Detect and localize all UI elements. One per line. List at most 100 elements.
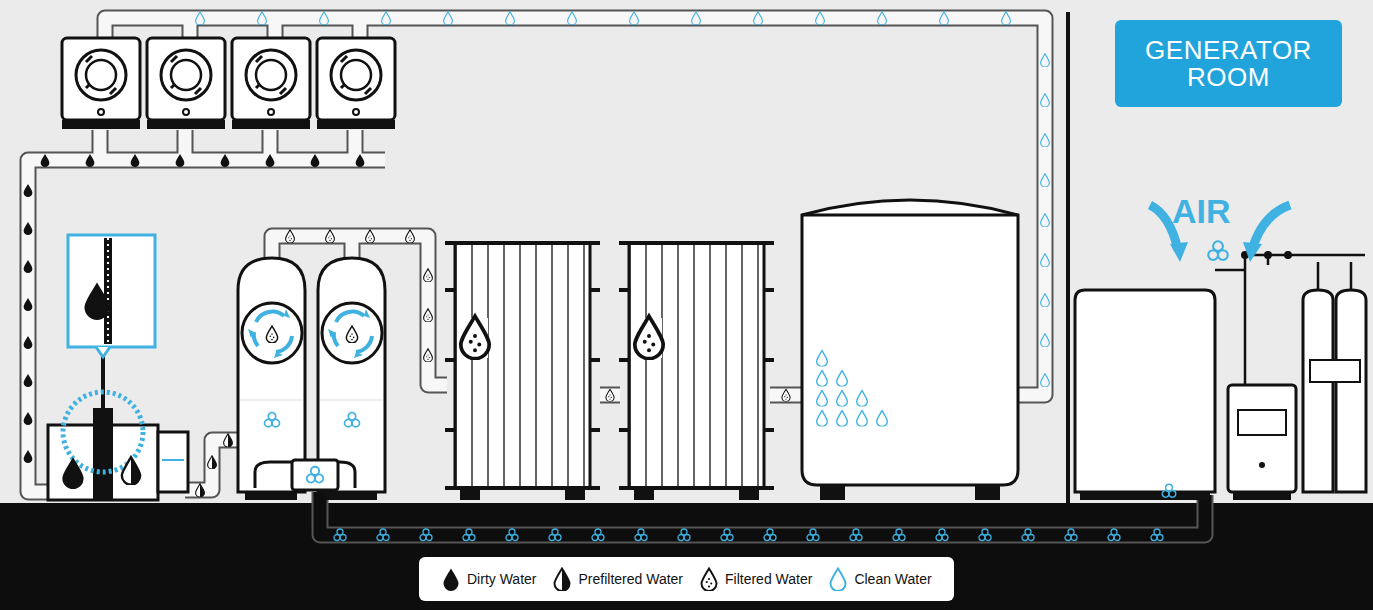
flow-icon: [377, 529, 389, 541]
flow-icon: [936, 529, 948, 541]
flow-icon: [1065, 529, 1077, 541]
flow-icon: [1041, 254, 1050, 267]
flow-icon: [549, 529, 561, 541]
flow-icon: [424, 309, 433, 322]
flow-icon: [506, 12, 515, 25]
flow-icon: [41, 154, 50, 167]
flow-icon: [24, 450, 33, 463]
flow-icon: [86, 154, 95, 167]
flow-icon: [356, 154, 365, 167]
flow-icon: [208, 456, 217, 469]
flow-icon: [940, 12, 949, 25]
flow-icon: [606, 389, 614, 401]
clean-water-tank: [802, 200, 1018, 500]
flow-icon: [24, 184, 33, 197]
flow-icon: [1041, 334, 1050, 347]
floor: [0, 503, 1373, 610]
flow-icon: [837, 391, 848, 407]
flow-icon: [831, 569, 846, 592]
legend-text: Clean Water: [854, 571, 931, 587]
flow-icon: [692, 12, 701, 25]
filter-callout: [68, 235, 155, 357]
flow-icon: [24, 260, 33, 273]
legend-text: Filtered Water: [725, 571, 812, 587]
flow-icon: [366, 230, 375, 243]
legend-sample: [699, 566, 719, 592]
flow-icon: [807, 529, 819, 541]
legend: Dirty Water Prefiltered Water Filtered Wat…: [419, 557, 954, 601]
flow-icon: [878, 12, 887, 25]
flow-icon: [320, 12, 329, 25]
flow-icon: [1041, 294, 1050, 307]
flow-icon: [221, 154, 230, 167]
flow-icon: [196, 484, 205, 497]
air-label: AIR: [1172, 192, 1231, 231]
flow-icon: [764, 529, 776, 541]
flow-icon: [463, 529, 475, 541]
flow-icon: [1041, 94, 1050, 107]
flow-icon: [24, 412, 33, 425]
legend-text: Dirty Water: [467, 571, 536, 587]
flow-icon: [635, 529, 647, 541]
flow-icon: [837, 371, 848, 387]
flow-icon: [817, 371, 828, 387]
legend-sample: [828, 566, 848, 592]
flow-icon: [196, 12, 205, 25]
flow-icon: [382, 12, 391, 25]
filter-panels: [445, 243, 774, 500]
legend-sample: [441, 566, 461, 592]
flow-icon: [850, 529, 862, 541]
flow-icon: [702, 569, 717, 592]
flow-icon: [326, 230, 335, 243]
flow-icon: [1041, 214, 1050, 227]
flow-icon: [131, 154, 140, 167]
flow-icon: [1108, 529, 1120, 541]
flow-icon: [334, 529, 346, 541]
flow-icon: [311, 154, 320, 167]
legend-item: Dirty Water: [441, 566, 536, 592]
flow-icon: [24, 374, 33, 387]
legend-item: Prefiltered Water: [552, 566, 683, 592]
flow-icon: [1002, 12, 1011, 25]
prefilter-tank: [48, 355, 188, 500]
legend-item: Filtered Water: [699, 566, 812, 592]
flow-icon: [258, 12, 267, 25]
flow-icon: [592, 529, 604, 541]
flow-icon: [893, 529, 905, 541]
flow-icon: [24, 336, 33, 349]
flow-icon: [176, 154, 185, 167]
legend-text: Prefiltered Water: [578, 571, 683, 587]
flow-icon: [406, 230, 415, 243]
pipe-drops: [24, 12, 1163, 541]
flow-icon: [224, 434, 233, 447]
flow-icon: [420, 529, 432, 541]
flow-icon: [817, 351, 828, 367]
flow-icon: [24, 222, 33, 235]
flow-icon: [444, 12, 453, 25]
flow-icon: [721, 529, 733, 541]
flow-icon: [816, 12, 825, 25]
flow-icon: [1022, 529, 1034, 541]
flow-icon: [857, 411, 868, 427]
flow-icon: [266, 154, 275, 167]
flow-icon: [1041, 174, 1050, 187]
flow-icon: [630, 12, 639, 25]
legend-item: Clean Water: [828, 566, 931, 592]
flow-icon: [754, 12, 763, 25]
flow-icon: [1041, 134, 1050, 147]
flow-icon: [286, 230, 295, 243]
flow-icon: [568, 12, 577, 25]
ozone-tanks: [238, 258, 385, 500]
flow-icon: [979, 529, 991, 541]
ozone-generator: [1075, 205, 1366, 500]
flow-icon: [678, 529, 690, 541]
flow-icon: [817, 411, 828, 427]
flow-icon: [782, 389, 790, 401]
flow-icon: [444, 569, 459, 592]
room-title: GENERATOR ROOM: [1115, 37, 1342, 91]
flow-icon: [1151, 529, 1163, 541]
legend-sample: [552, 566, 572, 592]
flow-icon: [506, 529, 518, 541]
flow-icon: [24, 298, 33, 311]
flow-icon: [1041, 54, 1050, 67]
